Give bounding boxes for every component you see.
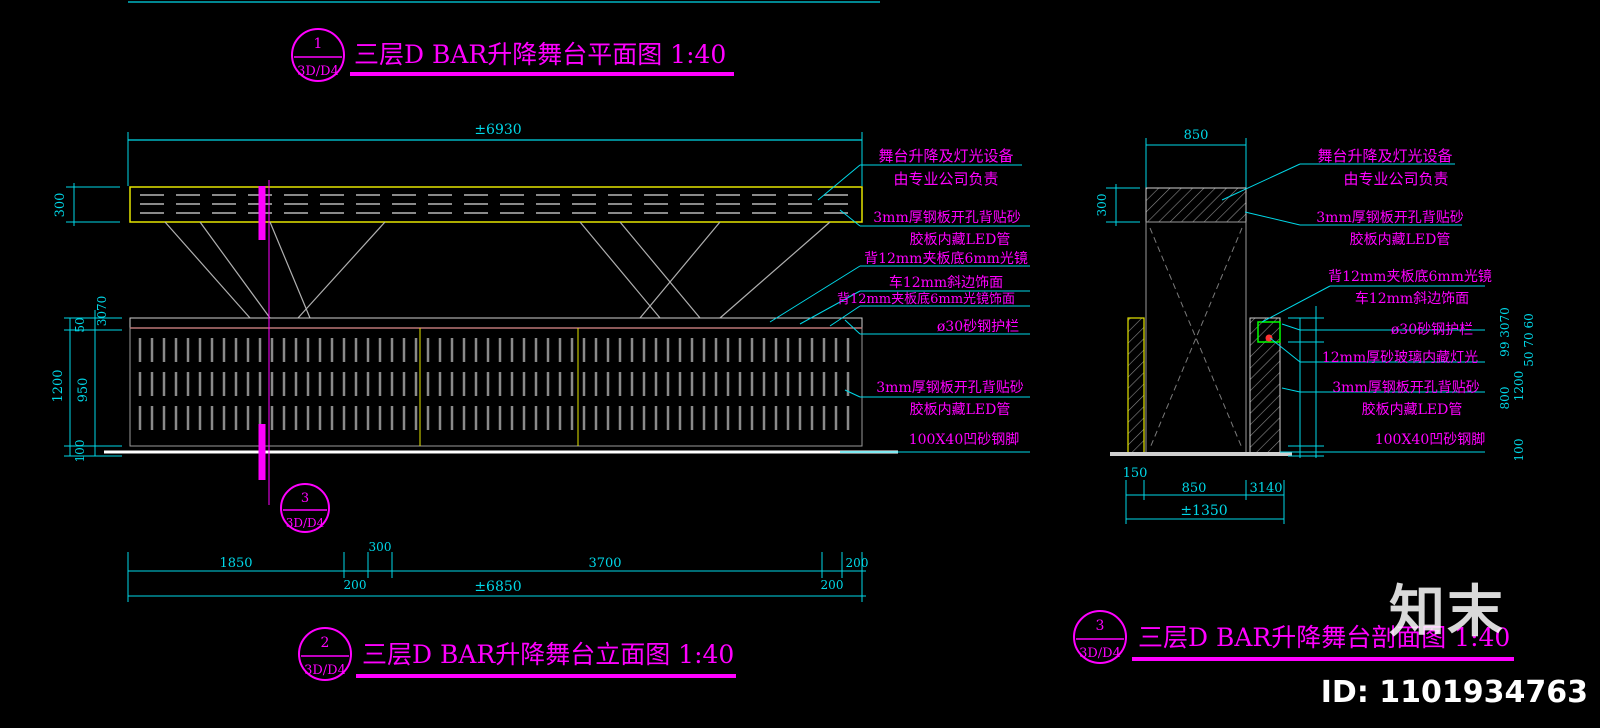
sec-label-4: 胶板内藏LED管 [1350,231,1451,248]
dim-plan-width: ±6930 [474,122,521,138]
section-drawing: 850 300 99 3070 50 70 60 [1095,128,1536,524]
dim-elev-3070: 3070 [95,296,109,327]
watermark-id: ID: 1101934763 [1320,675,1588,710]
dim-200a: 200 [344,578,367,592]
plan-title-block: 1 3D/D4 三层D BAR升降舞台平面图 1:40 [291,28,734,82]
sec-label-8: 12mm厚砂玻璃内藏灯光 [1322,349,1478,366]
sec-label-7: ø30砂钢护栏 [1391,322,1473,338]
plan-label-3: 3mm厚钢板开孔背贴砂 [873,210,1020,226]
cut-callout-circle [280,483,330,533]
sec-dim-850: 850 [1182,481,1207,496]
plan-drawing: ±6930 300 [51,122,1030,602]
plan-label-6: 车12mm斜边饰面 [889,274,1003,291]
dim-3700: 3700 [588,556,621,571]
dim-elev-950: 950 [76,378,91,403]
dim-200b: 200 [821,578,844,592]
sec-label-1: 舞台升降及灯光设备 [1317,147,1452,165]
sec-dim-800: 800 [1498,387,1512,410]
sec-label-9: 3mm厚钢板开孔背贴砂 [1332,380,1479,396]
sec-label-3: 3mm厚钢板开孔背贴砂 [1316,210,1463,226]
plan-title: 三层D BAR升降舞台平面图 1:40 [354,40,726,69]
dim-300: 300 [369,540,392,554]
plan-perforations [140,194,848,214]
plan-callout-circle [291,28,345,82]
plan-callout-sheet: 3D/D4 [297,64,339,79]
elev-callout-num: 2 [321,635,330,651]
plan-label-8: ø30砂钢护栏 [937,319,1019,335]
sec-dim-right-top: 99 3070 [1498,307,1512,357]
elevation-perforations [138,338,850,430]
sec-dim-150: 150 [1123,466,1148,481]
sec-dim-3140: 3140 [1249,481,1282,496]
elev-callout-sheet: 3D/D4 [304,663,346,678]
plan-label-5: 背12mm夹板底6mm光镜 [864,251,1028,267]
plan-label-1: 舞台升降及灯光设备 [878,147,1013,165]
dim-elev-100: 100 [73,440,87,463]
cut-callout-num: 3 [301,491,309,506]
elev-callout-circle [298,627,352,681]
sec-dim-right-mid: 50 70 60 [1522,313,1536,366]
dim-1850: 1850 [219,556,252,571]
plan-label-11: 100X40凹砂钢脚 [909,432,1020,448]
dim-total-6850: ±6850 [474,579,521,595]
plan-label-9: 3mm厚钢板开孔背贴砂 [876,380,1023,396]
sec-callout-circle [1073,610,1127,664]
sec-dim-1200: 1200 [1512,371,1526,402]
dim-elev-50: 50 [73,317,87,332]
dim-200c: 200 [846,556,869,570]
sec-dim-300: 300 [1095,194,1109,217]
dim-elev-1200: 1200 [51,369,66,402]
plan-label-4: 胶板内藏LED管 [910,231,1011,248]
elevation-title-block: 2 3D/D4 三层D BAR升降舞台立面图 1:40 [298,627,736,681]
sec-callout-sheet: 3D/D4 [1079,646,1121,661]
sec-label-11: 100X40凹砂钢脚 [1375,432,1486,448]
sec-label-5: 背12mm夹板底6mm光镜 [1328,269,1492,285]
section-title: 三层D BAR升降舞台剖面图 1:40 [1138,623,1510,652]
watermark-logo: 知末 [1389,580,1505,645]
sec-callout-num: 3 [1096,618,1105,634]
sec-dim-total: ±1350 [1180,503,1227,519]
dim-plan-depth: 300 [53,193,68,218]
sec-label-6: 车12mm斜边饰面 [1355,290,1469,307]
plan-label-10: 胶板内藏LED管 [910,401,1011,418]
plan-label-7: 背12mm夹板底6mm光镜饰面 [837,291,1015,307]
sec-label-10: 胶板内藏LED管 [1362,401,1463,418]
cut-callout-sheet: 3D/D4 [286,516,325,530]
sec-dim-100: 100 [1512,439,1526,462]
section-title-block: 3 3D/D4 三层D BAR升降舞台剖面图 1:40 [1073,610,1514,664]
sec-dim-850-top: 850 [1184,128,1209,143]
sec-label-2: 由专业公司负责 [1343,170,1448,188]
plan-callout-num: 1 [314,36,323,52]
plan-label-2: 由专业公司负责 [893,170,998,188]
elevation-title: 三层D BAR升降舞台立面图 1:40 [362,640,734,669]
